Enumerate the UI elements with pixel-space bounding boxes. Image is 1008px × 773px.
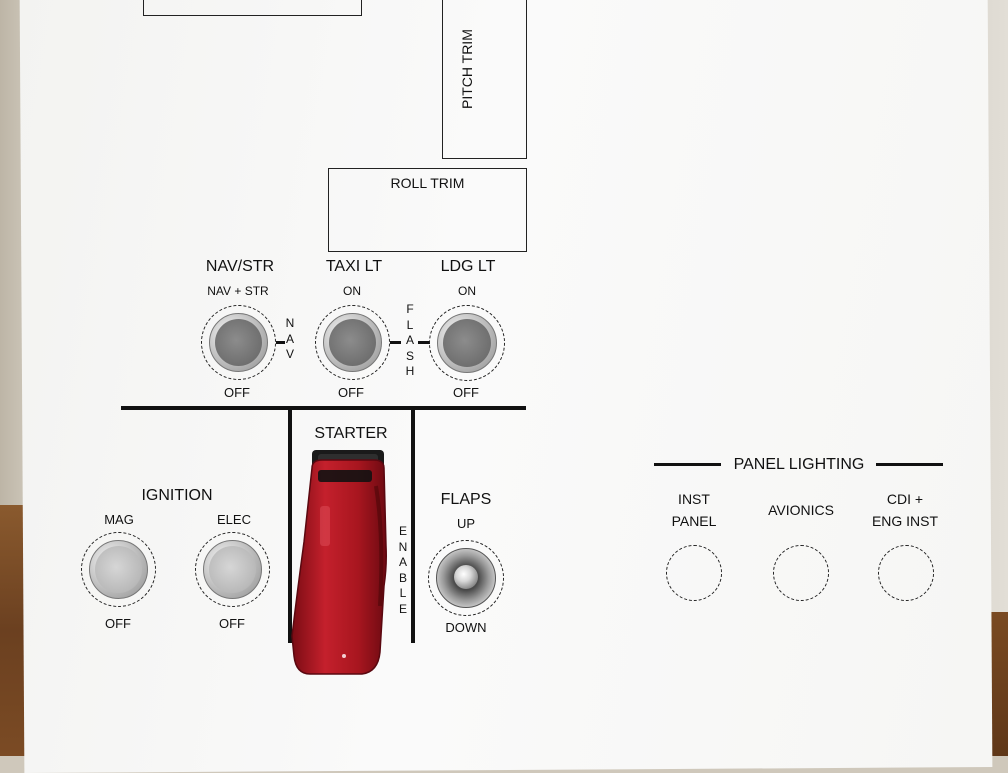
- mag-label: MAG: [104, 512, 134, 527]
- vertical-letter: F: [406, 302, 414, 316]
- vertical-letter: L: [406, 317, 414, 332]
- cdi-eng-inst-label-line1: CDI +: [886, 491, 924, 507]
- mag-switch-ring: [81, 532, 156, 607]
- panel-lighting-line-right: [876, 463, 943, 466]
- nav-str-tick: [276, 341, 285, 344]
- ldg-lt-on-label: ON: [458, 284, 476, 298]
- vertical-letter: L: [399, 586, 407, 600]
- taxi-lt-switch-ring: [315, 305, 390, 380]
- top-left-box: [143, 0, 362, 16]
- pitch-trim-box: PITCH TRIM: [442, 0, 527, 159]
- elec-switch-ring: [195, 532, 270, 607]
- taxi-lt-on-label: ON: [343, 284, 361, 298]
- ignition-title: IGNITION: [141, 487, 213, 504]
- flaps-up-label: UP: [456, 516, 476, 531]
- starter-guarded-switch[interactable]: [288, 446, 398, 686]
- nav-str-switch-hole: [215, 319, 262, 366]
- ldg-lt-switch-hole: [443, 319, 491, 367]
- nav-str-switch-ring: [201, 305, 276, 380]
- vertical-letter: A: [285, 331, 294, 346]
- vertical-letter: V: [285, 347, 294, 361]
- flaps-down-label: DOWN: [445, 620, 487, 635]
- divider-horizontal: [121, 406, 526, 410]
- roll-trim-label: ROLL TRIM: [390, 175, 465, 191]
- vertical-letter: A: [398, 555, 407, 569]
- elec-off-label: OFF: [219, 616, 245, 631]
- ldg-lt-switch-ring: [429, 305, 505, 381]
- elec-switch-hole: [209, 546, 256, 593]
- flaps-title: FLAPS: [440, 491, 492, 508]
- inst-panel-label-line1: INST: [678, 491, 710, 507]
- ldg-lt-title: LDG LT: [440, 258, 496, 275]
- mag-switch-hole: [95, 546, 142, 593]
- starter-title: STARTER: [314, 425, 388, 442]
- starter-red-guard-cover: [291, 459, 387, 675]
- vertical-letter: N: [285, 316, 295, 330]
- nav-str-on-label: NAV + STR: [207, 284, 269, 298]
- divider-right: [411, 408, 415, 643]
- cdi-eng-inst-dimmer[interactable]: [878, 545, 934, 601]
- divider-left: [288, 408, 292, 643]
- elec-label: ELEC: [217, 512, 251, 527]
- vertical-letter: B: [398, 570, 407, 585]
- taxi-lt-switch-hole: [329, 319, 376, 366]
- avionics-dimmer[interactable]: [773, 545, 829, 601]
- inst-panel-label-line2: PANEL: [671, 513, 717, 529]
- vertical-letter: E: [398, 524, 407, 538]
- vertical-letter: A: [405, 333, 414, 347]
- flaps-toggle-knob: [454, 565, 478, 589]
- ldg-lt-off-label: OFF: [453, 385, 479, 400]
- vertical-letter: H: [405, 364, 415, 378]
- panel-lighting-line-left: [654, 463, 721, 466]
- nav-str-title: NAV/STR: [205, 258, 275, 275]
- vertical-letter: S: [405, 348, 414, 363]
- vertical-letter: E: [398, 601, 407, 616]
- panel-lighting-title: PANEL LIGHTING: [733, 456, 865, 473]
- roll-trim-box: ROLL TRIM: [328, 168, 527, 252]
- taxi-lt-title: TAXI LT: [325, 258, 383, 275]
- taxi-lt-tick: [390, 341, 401, 344]
- mag-off-label: OFF: [105, 616, 131, 631]
- nav-str-off-label: OFF: [224, 385, 250, 400]
- ldg-lt-tick: [418, 341, 430, 344]
- flaps-switch-ring: [428, 540, 504, 616]
- avionics-label: AVIONICS: [768, 502, 834, 518]
- cdi-eng-inst-label-line2: ENG INST: [871, 513, 939, 529]
- inst-panel-dimmer[interactable]: [666, 545, 722, 601]
- taxi-lt-off-label: OFF: [338, 385, 364, 400]
- pitch-trim-label: PITCH TRIM: [459, 29, 475, 109]
- vertical-letter: N: [398, 539, 408, 554]
